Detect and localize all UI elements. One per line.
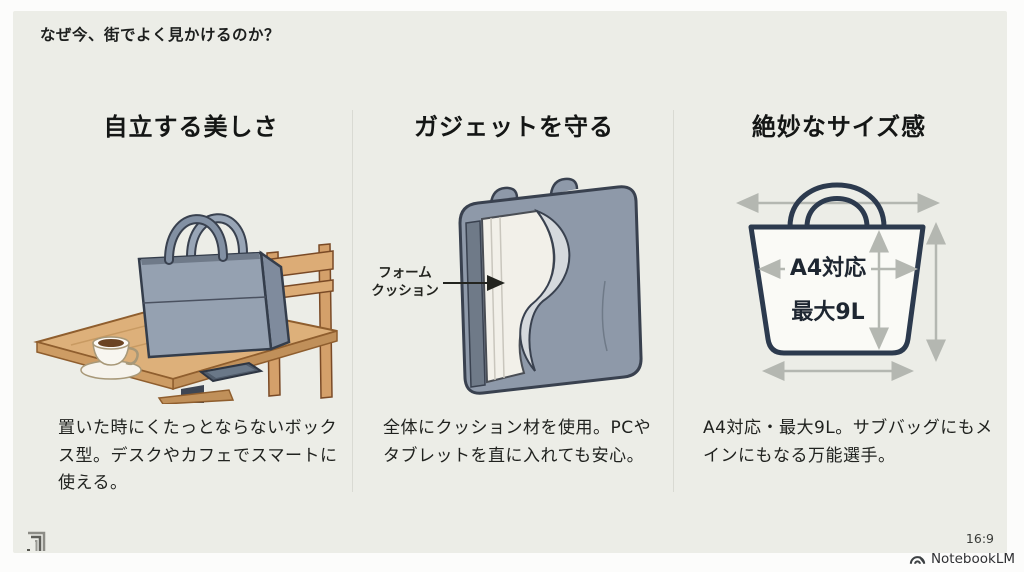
capacity-label: A4対応	[790, 255, 866, 281]
tote-bag-drawing	[137, 213, 291, 359]
label-mask	[785, 253, 871, 279]
column1-heading: 自立する美しさ	[103, 113, 279, 141]
foam-callout-line1: フォーム	[378, 265, 432, 281]
notebooklm-icon	[909, 552, 926, 566]
column3-body: A4対応・最大9L。サブバッグにもメインにもなる万能選手。	[703, 418, 993, 466]
column3-heading: 絶妙なサイズ感	[751, 113, 927, 141]
aspect-ratio-badge: 16:9	[965, 531, 994, 546]
case-drawing	[458, 177, 643, 395]
smartphone-drawing	[198, 361, 264, 383]
tote-bag-on-table-illustration	[31, 157, 353, 405]
bag-size-diagram-illustration: A4対応 最大9L	[727, 161, 953, 391]
notebooklm-watermark: NotebookLM	[909, 550, 1015, 568]
column2-body: 全体にクッション材を使用。PCやタブレットを直に入れても安心。	[383, 418, 652, 466]
slide-title: なぜ今、街でよく見かけるのか？	[40, 26, 281, 44]
foam-cushion-callout: フォーム クッション	[371, 265, 505, 299]
coffee-cup-drawing	[80, 336, 142, 380]
column-divider-2	[673, 110, 674, 492]
slide-canvas: なぜ今、街でよく見かけるのか？ 自立する美しさ ガジェットを守る 絶妙なサイズ感	[13, 11, 1007, 553]
foam-callout-line2: クッション	[371, 283, 439, 299]
column2-heading: ガジェットを守る	[414, 113, 614, 141]
column-divider-1	[352, 110, 353, 492]
brand-logo-icon	[22, 526, 52, 556]
bag-cross-section-illustration: フォーム クッション	[363, 161, 665, 404]
volume-label: 最大9L	[791, 300, 864, 325]
column1-body: 置いた時にくたっとならないボックス型。デスクやカフェでスマートに使える。	[58, 418, 338, 494]
notebooklm-label: NotebookLM	[930, 551, 1015, 567]
